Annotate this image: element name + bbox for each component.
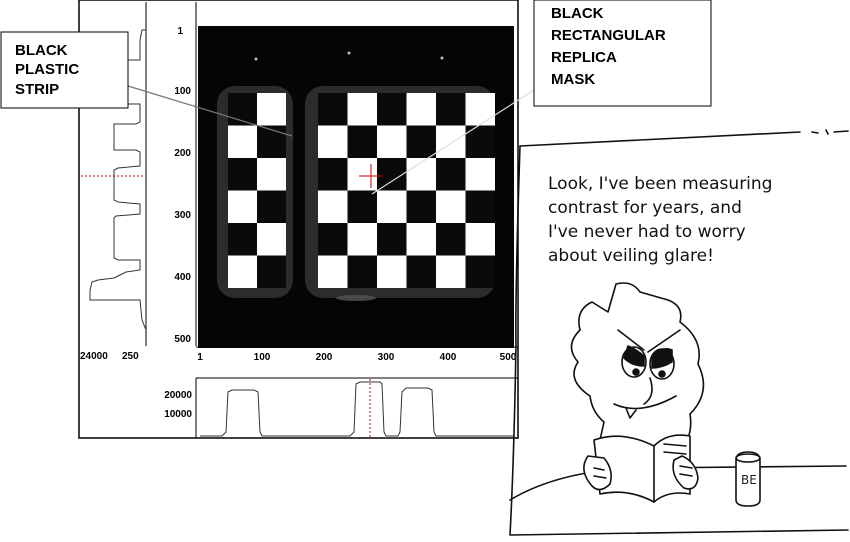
checker-square [348, 158, 378, 191]
checker-mask [318, 93, 495, 288]
checker-square [377, 256, 407, 289]
checker-square [318, 223, 348, 256]
bottom-profile-tick-10000: 10000 [164, 409, 192, 420]
left-profile-tick-250: 250 [122, 351, 139, 362]
image-speck [441, 57, 444, 60]
tooth [626, 408, 636, 418]
checker-square [257, 158, 286, 191]
checker-square [228, 256, 257, 289]
x-tick-300: 300 [378, 352, 395, 363]
checker-square [257, 191, 286, 224]
speech-line-4: about veiling glare! [548, 246, 714, 266]
y-tick-100: 100 [174, 86, 191, 97]
checker-square [348, 256, 378, 289]
x-tick-200: 200 [316, 352, 333, 363]
checker-square [257, 256, 286, 289]
speech-line-3: I've never had to worry [548, 222, 746, 242]
mask-callout-line-3: REPLICA [551, 49, 617, 66]
x-tick-1: 1 [197, 352, 203, 363]
y-tick-1: 1 [177, 26, 183, 37]
checker-square [377, 126, 407, 159]
checker-strip [228, 93, 286, 288]
checker-square [466, 191, 496, 224]
checker-square [436, 223, 466, 256]
checker-square [348, 126, 378, 159]
mask-callout-line-4: MASK [551, 71, 595, 88]
checker-square [466, 126, 496, 159]
left-pupil [633, 369, 639, 375]
checker-square [407, 256, 437, 289]
checker-square [228, 126, 257, 159]
y-tick-200: 200 [174, 148, 191, 159]
checker-square [407, 126, 437, 159]
right-pupil [659, 371, 665, 377]
mount-reflection [336, 295, 376, 301]
checker-square [318, 126, 348, 159]
checker-square [436, 256, 466, 289]
strip-callout-line-1: BLACK [15, 42, 68, 59]
checker-square [407, 93, 437, 126]
checker-square [407, 223, 437, 256]
checker-square [348, 223, 378, 256]
speech-line-1: Look, I've been measuring [548, 174, 772, 194]
checker-square [466, 158, 496, 191]
character-outline-left [571, 330, 604, 440]
checker-square [348, 93, 378, 126]
checker-square [318, 256, 348, 289]
y-tick-400: 400 [174, 272, 191, 283]
mask-callout-line-1: BLACK [551, 5, 604, 22]
x-tick-500: 500 [500, 352, 517, 363]
strip-callout-line-3: STRIP [15, 81, 59, 98]
checker-square [318, 158, 348, 191]
checker-square [257, 93, 286, 126]
beer-can-label: BE [741, 473, 757, 487]
strip-callout-line-2: PLASTIC [15, 61, 79, 78]
checker-square [436, 126, 466, 159]
checker-square [436, 191, 466, 224]
mouth [614, 396, 676, 409]
character-outline-right [579, 283, 704, 452]
nose [644, 378, 652, 404]
checker-square [228, 223, 257, 256]
x-tick-100: 100 [254, 352, 271, 363]
left-hand [584, 456, 611, 490]
mask-callout-line-2: RECTANGULAR [551, 27, 666, 44]
checker-square [466, 223, 496, 256]
checker-square [228, 191, 257, 224]
checker-square [466, 256, 496, 289]
cartoon-top-border [520, 132, 800, 146]
checker-square [377, 191, 407, 224]
left-profile-tick-24000: 24000 [80, 351, 108, 362]
checker-square [348, 191, 378, 224]
y-tick-500: 500 [174, 334, 191, 345]
speech-line-2: contrast for years, and [548, 198, 742, 218]
cartoon-top-border-dashes [812, 130, 848, 134]
checker-square [228, 158, 257, 191]
checker-square [318, 93, 348, 126]
checker-square [436, 158, 466, 191]
image-speck [255, 58, 258, 61]
bottom-profile-tick-20000: 20000 [164, 390, 192, 401]
checker-square [257, 223, 286, 256]
image-speck [348, 52, 351, 55]
checker-square [407, 191, 437, 224]
checker-square [436, 93, 466, 126]
checker-square [377, 93, 407, 126]
y-tick-300: 300 [174, 210, 191, 221]
checker-square [318, 191, 348, 224]
x-tick-400: 400 [440, 352, 457, 363]
checker-square [466, 93, 496, 126]
checker-square [377, 223, 407, 256]
